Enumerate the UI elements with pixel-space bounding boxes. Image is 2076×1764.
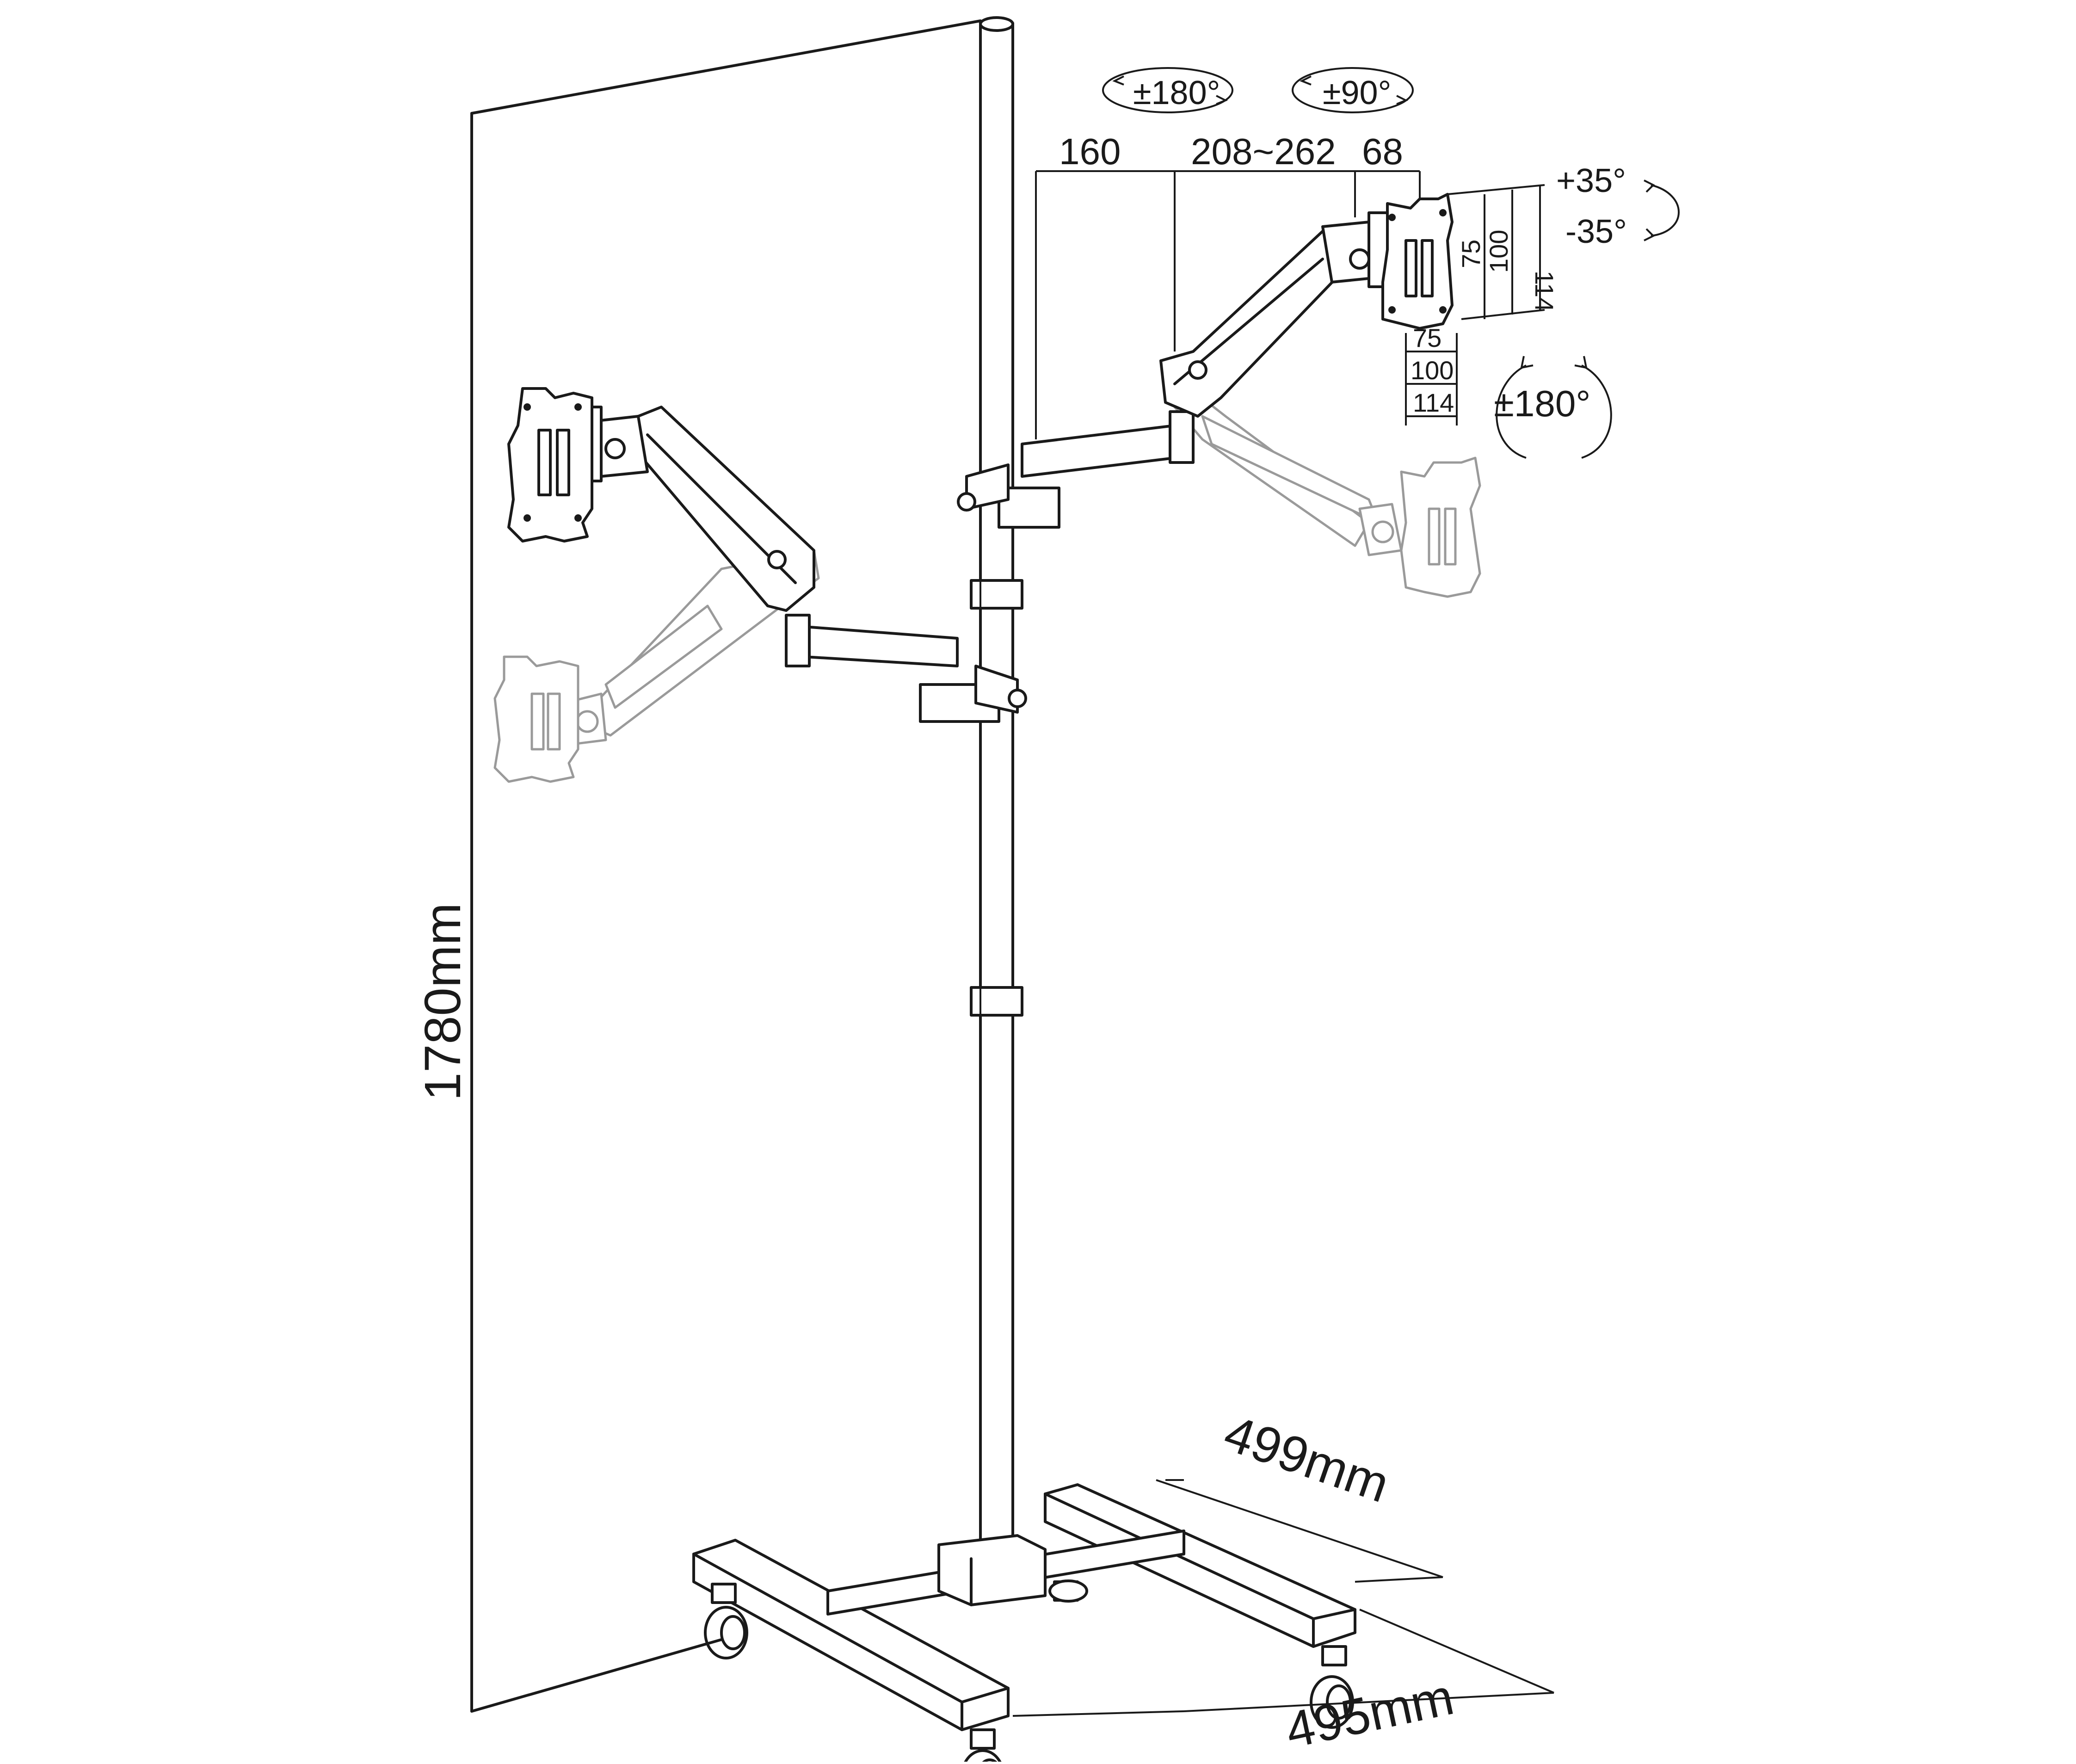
side-tilt-badge <box>1292 67 1414 113</box>
pole <box>979 16 1014 1565</box>
arm-inner-length: 160 <box>1059 131 1121 172</box>
arm-right <box>957 193 1454 529</box>
height-dimension-label: 1780mm <box>414 903 471 1101</box>
screen-rotation-badge <box>1496 356 1612 459</box>
tilt-up-label: +35° <box>1556 162 1626 199</box>
tilt-range-indicator <box>1644 179 1680 241</box>
base-dimension-lines <box>1012 1479 1554 1717</box>
caster-left-rear <box>963 1728 1003 1764</box>
vesa-horizontal-75: 75 <box>1413 323 1441 352</box>
vesa-dimension-lines <box>1405 184 1545 426</box>
tilt-down-label: -35° <box>1565 213 1627 250</box>
swivel-rotation-label: ±180° <box>1133 74 1220 111</box>
swivel-rotation-badge <box>1102 67 1233 113</box>
cable-clip-upper <box>970 579 1023 610</box>
vesa-vertical-114: 114 <box>1530 271 1559 312</box>
arm-middle-length: 208~262 <box>1191 131 1336 172</box>
base-depth-label: 499mm <box>1217 1404 1396 1513</box>
caster-right-front <box>1048 1579 1088 1603</box>
vesa-horizontal-100: 100 <box>1411 356 1454 385</box>
wall-panel <box>470 19 982 1713</box>
vesa-vertical-100: 100 <box>1484 230 1513 273</box>
vesa-horizontal-114: 114 <box>1413 388 1454 417</box>
side-tilt-label: ±90° <box>1323 74 1391 111</box>
screen-rotation-label: ±180° <box>1494 383 1590 424</box>
vesa-vertical-75: 75 <box>1456 240 1485 268</box>
base-width-label: 495mm <box>1281 1668 1458 1759</box>
arm-reach-dimension-lines <box>1035 170 1421 439</box>
arm-outer-length: 68 <box>1362 131 1403 172</box>
caster-right-rear <box>1310 1645 1354 1729</box>
caster-left-front <box>704 1583 748 1659</box>
arm-left <box>507 387 1027 723</box>
base <box>470 1483 1356 1764</box>
cable-clip-lower <box>970 986 1023 1017</box>
